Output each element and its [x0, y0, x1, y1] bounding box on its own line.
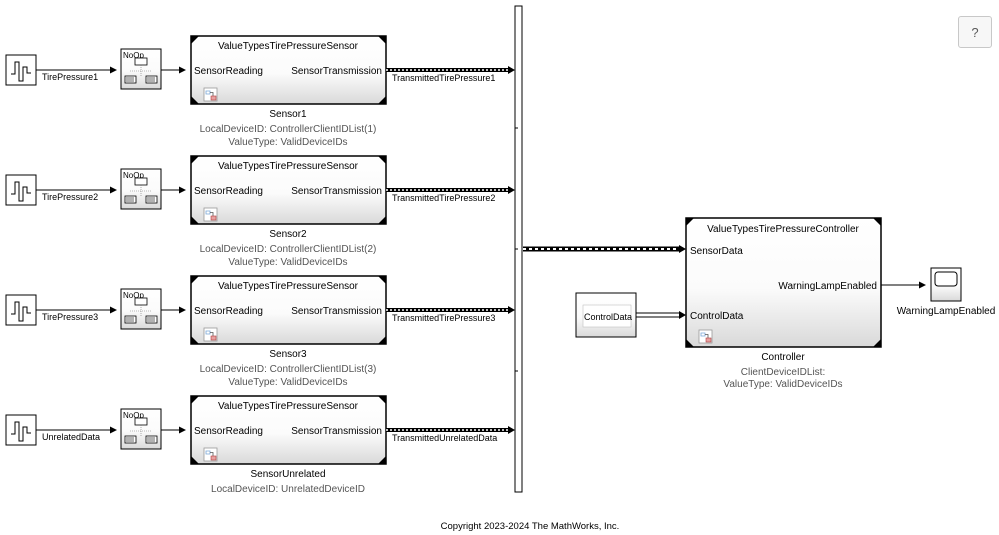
model-reference-icon [203, 207, 218, 222]
sensor-param-value-type: ValueType: ValidDeviceIDs [228, 137, 347, 148]
sensor-block[interactable]: ValueTypesTirePressureSensorSensorReadin… [190, 35, 387, 105]
control-data-label: ControlData [584, 312, 632, 322]
sensor-block[interactable]: ValueTypesTirePressureSensorSensorReadin… [190, 395, 387, 465]
transmitted-signal-label: TransmittedTirePressure3 [392, 313, 495, 323]
sensor-out-port-label: SensorTransmission [291, 306, 382, 317]
bus-selector-icon [124, 57, 158, 84]
bus-creator-port-ticks [515, 127, 518, 372]
noop-label: NoOp [123, 51, 144, 60]
controller-port-control-data: ControlData [690, 311, 744, 322]
scope-label: WarningLampEnabled [897, 306, 996, 317]
sensor-out-port-label: SensorTransmission [291, 66, 382, 77]
source-signal-label: TirePressure1 [42, 72, 98, 82]
sensor-block-title: ValueTypesTirePressureSensor [218, 161, 359, 172]
sensor-block-title: ValueTypesTirePressureSensor [218, 401, 359, 412]
signal-source-block[interactable] [5, 414, 37, 446]
warning-lamp-scope-block[interactable] [930, 267, 962, 302]
controller-param-value-type: ValueType: ValidDeviceIDs [723, 379, 842, 390]
noop-label: NoOp [123, 291, 144, 300]
sensor-param-value-type: ValueType: ValidDeviceIDs [228, 377, 347, 388]
source-signal-label: TirePressure2 [42, 192, 98, 202]
signal-source-block[interactable] [5, 294, 37, 326]
sensor-name: SensorUnrelated [250, 469, 325, 480]
sensor-row: UnrelatedData NoOp ValueTypesTirePressureS… [5, 395, 515, 495]
model-reference-icon [203, 87, 218, 102]
sensor-block[interactable]: ValueTypesTirePressureSensorSensorReadin… [190, 275, 387, 345]
model-reference-icon [698, 329, 713, 344]
transmitted-signal-label: TransmittedTirePressure2 [392, 193, 495, 203]
noop-label: NoOp [123, 411, 144, 420]
controller-port-warning: WarningLampEnabled [778, 281, 877, 292]
noop-block[interactable]: NoOp [120, 168, 162, 210]
transmitted-bus-signal[interactable] [386, 306, 515, 314]
sensor-in-port-label: SensorReading [194, 306, 263, 317]
sensor-out-port-label: SensorTransmission [291, 186, 382, 197]
bus-selector-icon [124, 177, 158, 204]
transmitted-signal-label: TransmittedTirePressure1 [392, 73, 495, 83]
noop-block[interactable]: NoOp [120, 288, 162, 330]
signal-source-block[interactable] [5, 174, 37, 206]
sensor-param-device-id: LocalDeviceID: UnrelatedDeviceID [211, 484, 365, 495]
bus-selector-icon [124, 297, 158, 324]
sensor-param-device-id: LocalDeviceID: ControllerClientIDList(3) [200, 364, 377, 375]
controller-name: Controller [761, 352, 805, 363]
controller-port-sensor-data: SensorData [690, 246, 743, 257]
sensor-row: TirePressure2 NoOp ValueTypesTirePressureS… [5, 155, 515, 268]
signal-source-block[interactable] [5, 54, 37, 86]
bus-selector-icon [124, 417, 158, 444]
model-reference-icon [203, 327, 218, 342]
sensor-in-port-label: SensorReading [194, 66, 263, 77]
transmitted-bus-signal[interactable] [386, 426, 515, 434]
sensor-out-port-label: SensorTransmission [291, 426, 382, 437]
sensor-row: TirePressure3 NoOp ValueTypesTirePressureS… [5, 275, 515, 388]
model-reference-icon [203, 447, 218, 462]
sensor-block-title: ValueTypesTirePressureSensor [218, 41, 359, 52]
controller-block-title: ValueTypesTirePressureController [707, 224, 859, 235]
controller-param-client-ids: ClientDeviceIDList: [741, 367, 825, 378]
noop-label: NoOp [123, 171, 144, 180]
sensor-param-device-id: LocalDeviceID: ControllerClientIDList(2) [200, 244, 377, 255]
transmitted-bus-signal[interactable] [386, 186, 515, 194]
scope-icon [934, 271, 958, 287]
copyright-text: Copyright 2023-2024 The MathWorks, Inc. [441, 521, 620, 532]
noop-block[interactable]: NoOp [120, 408, 162, 450]
controller-block[interactable]: ValueTypesTirePressureController SensorD… [685, 217, 882, 348]
sensor-block[interactable]: ValueTypesTirePressureSensorSensorReadin… [190, 155, 387, 225]
bus-signal-to-controller[interactable] [523, 245, 686, 253]
sensor-in-port-label: SensorReading [194, 186, 263, 197]
sensor-param-value-type: ValueType: ValidDeviceIDs [228, 257, 347, 268]
sensor-name: Sensor3 [269, 349, 307, 360]
sensor-name: Sensor1 [269, 109, 307, 120]
source-signal-label: UnrelatedData [42, 432, 100, 442]
source-signal-label: TirePressure3 [42, 312, 98, 322]
help-button[interactable]: ? [958, 16, 992, 48]
transmitted-signal-label: TransmittedUnrelatedData [392, 433, 497, 443]
sensor-block-title: ValueTypesTirePressureSensor [218, 281, 359, 292]
sensor-name: Sensor2 [269, 229, 307, 240]
noop-block[interactable]: NoOp [120, 48, 162, 90]
control-data-block[interactable]: ControlData [575, 292, 637, 338]
transmitted-bus-signal[interactable] [386, 66, 515, 74]
sensor-in-port-label: SensorReading [194, 426, 263, 437]
control-data-signal[interactable] [636, 311, 686, 319]
sensor-row: TirePressure1 NoOp ValueTypesTirePressureS… [5, 35, 515, 148]
sensor-param-device-id: LocalDeviceID: ControllerClientIDList(1) [200, 124, 377, 135]
